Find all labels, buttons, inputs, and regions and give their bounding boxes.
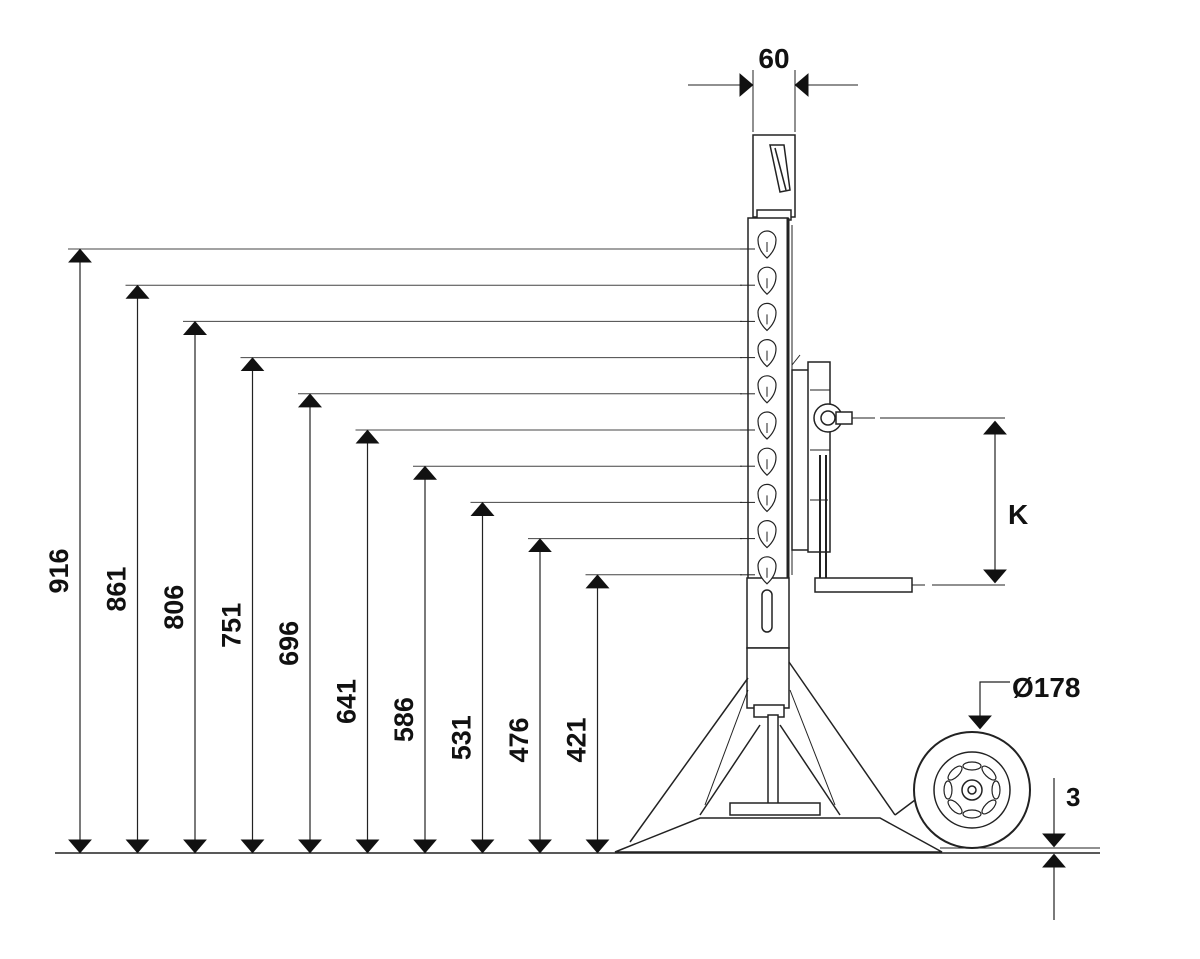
height-dimension-label: 476 — [504, 717, 534, 762]
width-dimension: 60 — [688, 43, 858, 132]
k-dimension: K — [983, 420, 1028, 584]
column-step — [740, 302, 777, 332]
column-step — [740, 483, 777, 513]
wheel-spoke — [962, 809, 982, 819]
wheel-diameter-dimension: Ø178 — [968, 672, 1081, 730]
tripod-legs — [629, 661, 896, 843]
column-step — [740, 556, 777, 585]
column-step — [740, 375, 777, 404]
clearance-dimension: 3 — [1042, 778, 1080, 920]
wheel-spokes — [943, 761, 1001, 819]
gear-housing — [791, 354, 1005, 553]
height-dimension-806: 806 — [159, 320, 742, 854]
height-dimension-531: 531 — [447, 501, 742, 854]
height-dimensions: 916 861 806 751 696 641 586 531 476 421 — [44, 248, 742, 854]
height-dimension-916: 916 — [44, 248, 742, 854]
height-dimension-696: 696 — [274, 393, 742, 854]
wheel-spoke — [991, 780, 1001, 800]
column-step — [740, 411, 777, 440]
height-dimension-586: 586 — [389, 465, 742, 854]
wheel — [913, 731, 1031, 849]
wheel-spoke — [981, 799, 997, 815]
height-dimension-421: 421 — [562, 574, 742, 854]
width-dimension-label: 60 — [758, 43, 789, 74]
column-step — [740, 230, 777, 259]
height-dimension-861: 861 — [102, 284, 742, 854]
column-step — [740, 447, 777, 477]
height-dimension-label: 641 — [332, 679, 362, 724]
k-label: K — [1008, 499, 1028, 530]
wheel-diameter-label: Ø178 — [1012, 672, 1081, 703]
wheel-spoke — [947, 799, 963, 815]
clearance-label: 3 — [1066, 782, 1080, 812]
height-dimension-label: 861 — [102, 567, 132, 612]
column-step — [740, 339, 777, 368]
base-plate — [614, 817, 943, 853]
wheel-spoke — [962, 761, 982, 771]
height-dimension-label: 531 — [447, 715, 477, 760]
height-dimension-label: 586 — [389, 697, 419, 742]
height-dimension-751: 751 — [217, 357, 742, 854]
column-step-markers — [740, 230, 777, 585]
height-dimension-641: 641 — [332, 429, 742, 854]
wheel-spoke — [943, 780, 953, 800]
height-dimension-label: 421 — [562, 717, 592, 762]
height-dimension-label: 696 — [274, 621, 304, 666]
column-step — [740, 520, 777, 549]
column-step — [740, 266, 777, 296]
height-dimension-label: 806 — [159, 585, 189, 630]
wheel-spoke — [947, 765, 963, 781]
wheel-spoke — [981, 765, 997, 781]
height-dimension-label: 751 — [217, 603, 247, 648]
crank-handle — [814, 455, 1005, 593]
height-dimension-476: 476 — [504, 538, 742, 854]
height-dimension-label: 916 — [44, 548, 74, 593]
